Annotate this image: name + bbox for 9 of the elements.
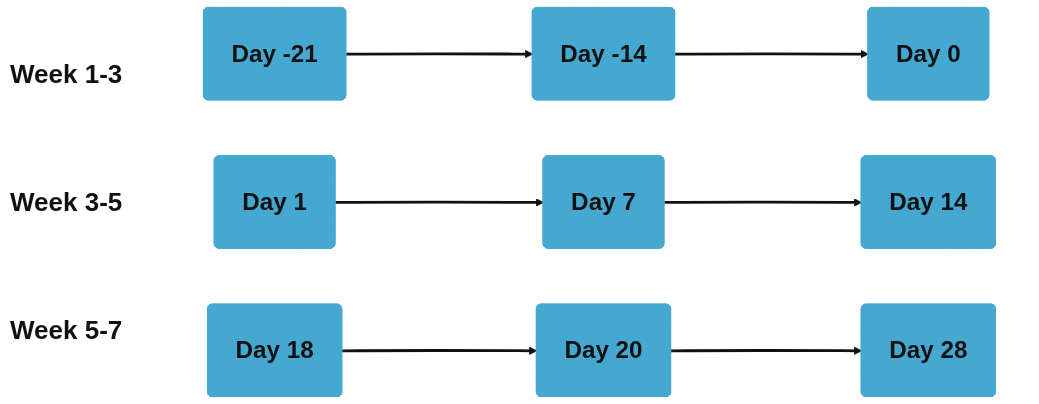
row-label: Week 3-5 [10, 186, 124, 218]
arrow [342, 346, 538, 355]
arrow [335, 198, 544, 207]
row-label: Week 5-7 [10, 314, 124, 346]
row-label: Week 1-3 [10, 58, 124, 90]
arrow [675, 50, 869, 59]
arrow [671, 346, 863, 355]
arrow [346, 50, 534, 59]
arrow [664, 198, 863, 207]
